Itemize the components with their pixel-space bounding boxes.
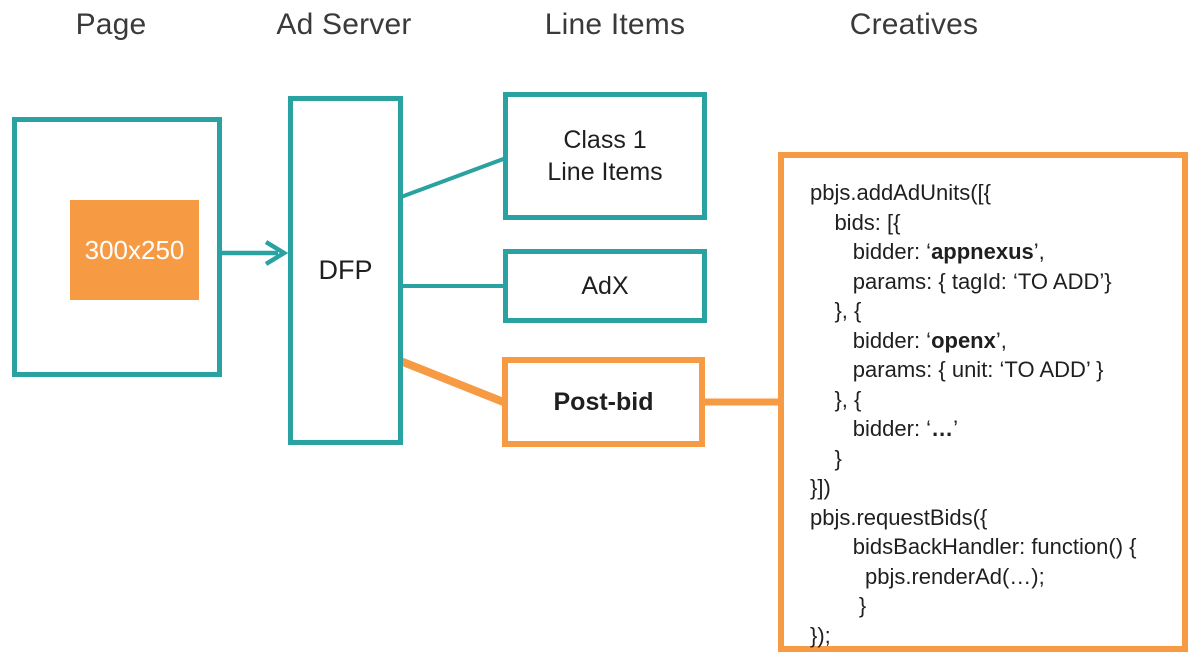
adx-box: AdX	[503, 249, 707, 323]
creatives-code-box: pbjs.addAdUnits([{ bids: [{ bidder: ‘app…	[778, 152, 1188, 652]
column-header-page: Page	[75, 8, 147, 41]
class1-label-line1: Class 1	[563, 126, 647, 154]
code-line: pbjs.requestBids({	[810, 504, 988, 530]
column-header-line-items: Line Items	[544, 8, 686, 41]
class1-label-line2: Line Items	[547, 158, 663, 186]
column-header-ad-server: Ad Server	[276, 8, 412, 41]
code-line: }	[810, 445, 842, 471]
dfp-label: DFP	[318, 255, 373, 285]
code-line: }, {	[810, 386, 862, 412]
class1-line-items-box: Class 1 Line Items	[503, 92, 707, 220]
code-line: bids: [{	[810, 209, 901, 235]
code-line: bidder: ‘…’	[810, 416, 958, 441]
code-line: }])	[810, 475, 831, 500]
dfp-box: DFP	[288, 96, 403, 445]
code-line: bidsBackHandler: function() {	[810, 534, 1137, 559]
ad-slot-label: 300x250	[84, 234, 185, 265]
postbid-label: Post-bid	[553, 387, 654, 416]
code-line: }, {	[810, 298, 862, 323]
adx-label: AdX	[581, 271, 629, 300]
code-line: params: { unit: ‘TO ADD’ }	[810, 357, 1104, 382]
code-line: });	[810, 622, 831, 648]
code-line: pbjs.renderAd(…);	[810, 563, 1045, 589]
ad-slot-300x250: 300x250	[70, 200, 199, 300]
code-block: pbjs.addAdUnits([{ bids: [{ bidder: ‘app…	[810, 178, 1137, 650]
line-dfp-to-class1	[400, 156, 507, 199]
code-line: }	[810, 593, 867, 618]
code-line: pbjs.addAdUnits([{	[810, 180, 991, 205]
line-dfp-to-postbid	[396, 356, 508, 407]
code-line: bidder: ‘appnexus’,	[810, 239, 1045, 264]
code-line: params: { tagId: ‘TO ADD’}	[810, 268, 1112, 294]
column-header-creatives: Creatives	[849, 8, 979, 41]
postbid-box: Post-bid	[502, 357, 705, 447]
code-line: bidder: ‘openx’,	[810, 327, 1007, 353]
